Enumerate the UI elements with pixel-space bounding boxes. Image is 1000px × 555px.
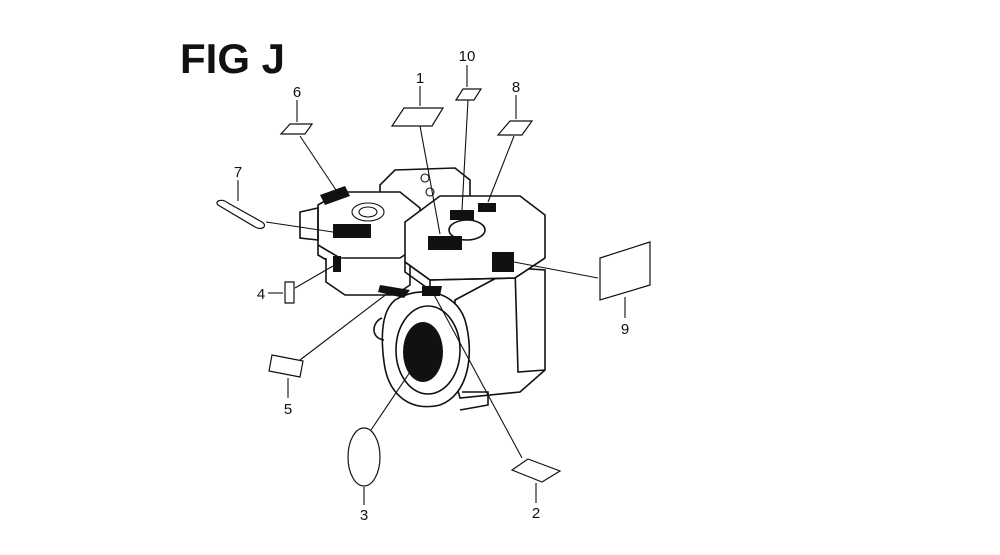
decal-6-shape <box>279 123 314 135</box>
air-cleaner-decal-area <box>333 224 371 238</box>
callout-4: 4 <box>257 286 265 303</box>
engine-illustration <box>299 167 546 411</box>
recoil-decal-area <box>403 322 443 382</box>
callout-1: 1 <box>416 70 424 87</box>
tank-decal-area-10 <box>450 210 474 220</box>
decal-5-shape <box>268 354 304 378</box>
callout-3: 3 <box>360 507 368 524</box>
callout-10: 10 <box>459 48 476 65</box>
decal-4-shape <box>284 281 295 304</box>
callout-6: 6 <box>293 84 301 101</box>
decal-parts <box>216 88 651 487</box>
tank-decal-area-8 <box>478 203 496 212</box>
callout-8: 8 <box>512 79 520 96</box>
callout-numbers: 1 2 3 4 5 6 7 8 9 10 <box>234 48 629 524</box>
callout-5: 5 <box>284 401 292 418</box>
decal-8-shape <box>496 120 534 136</box>
decal-3-shape <box>347 427 381 487</box>
decal-1-shape <box>390 107 445 127</box>
decal-7-shape <box>216 199 266 230</box>
decal-9-shape <box>599 241 651 301</box>
leader-lines <box>237 65 626 505</box>
tank-decal-area-9 <box>492 252 514 272</box>
callout-2: 2 <box>532 505 540 522</box>
decal-10-shape <box>454 88 483 101</box>
tank-decal-area-1 <box>428 236 462 250</box>
decal-2-shape <box>510 458 562 483</box>
carburetor <box>325 258 411 296</box>
callout-7: 7 <box>234 164 242 181</box>
figure-title: FIG J <box>180 35 285 82</box>
callout-9: 9 <box>621 321 629 338</box>
